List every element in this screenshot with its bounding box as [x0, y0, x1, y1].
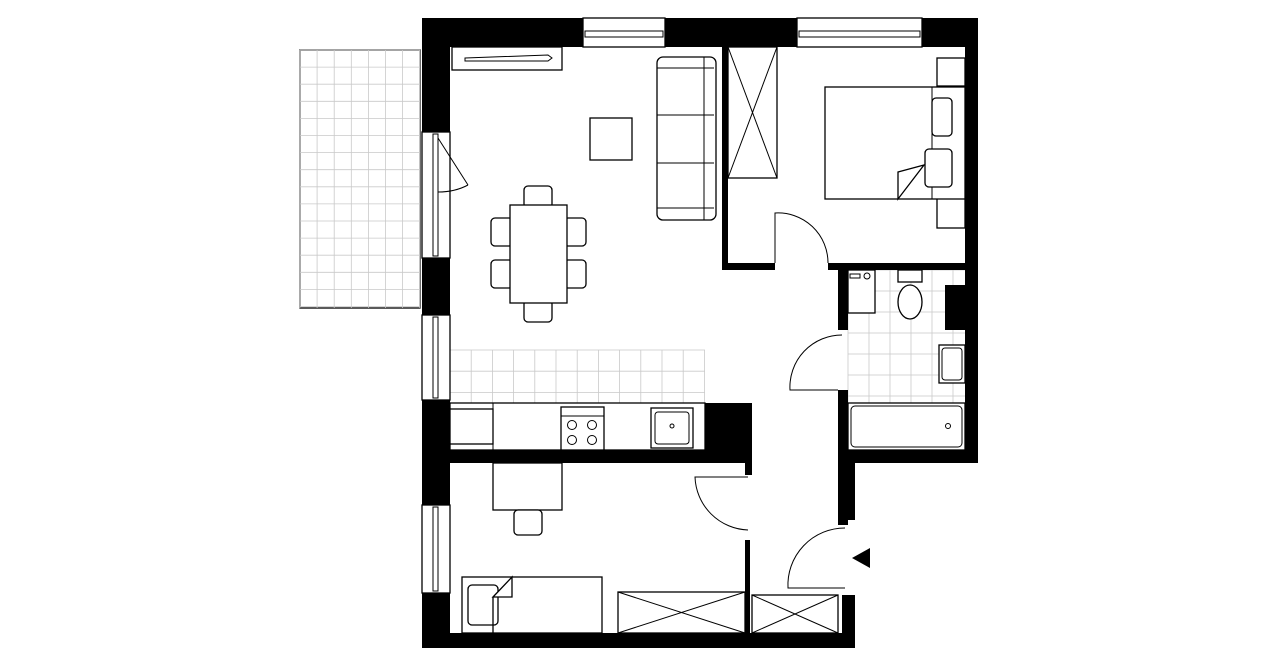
- second-bedroom-door[interactable]: [694, 476, 749, 531]
- tv-unit: [451, 46, 563, 71]
- entrance-door[interactable]: [787, 527, 846, 589]
- nightstand: [936, 57, 966, 87]
- entrance-arrow-icon: [852, 548, 870, 568]
- bathroom-door[interactable]: [789, 334, 843, 391]
- bathroom-fixtures: [847, 269, 966, 451]
- coffee-table: [589, 117, 633, 161]
- living-furniture: [451, 46, 717, 323]
- balcony-door[interactable]: [437, 137, 469, 193]
- bedroom-door[interactable]: [774, 212, 829, 264]
- windows: [421, 17, 923, 594]
- second-bedroom-furniture: [461, 462, 839, 634]
- kitchen-tiles: [449, 349, 705, 403]
- desk-chair: [513, 509, 543, 536]
- bathtub: [847, 402, 966, 451]
- sofa: [656, 56, 717, 221]
- washing-machine: [847, 269, 876, 314]
- toilet: [897, 284, 923, 320]
- nightstand: [936, 197, 966, 229]
- dining-table: [509, 204, 568, 304]
- doors: [437, 137, 870, 589]
- desk: [492, 462, 563, 511]
- washbasin: [938, 344, 966, 384]
- bedroom-furniture: [727, 46, 966, 229]
- stove: [560, 406, 605, 451]
- balcony: [299, 49, 421, 309]
- fridge: [449, 408, 494, 445]
- kitchen-counter: [449, 402, 706, 451]
